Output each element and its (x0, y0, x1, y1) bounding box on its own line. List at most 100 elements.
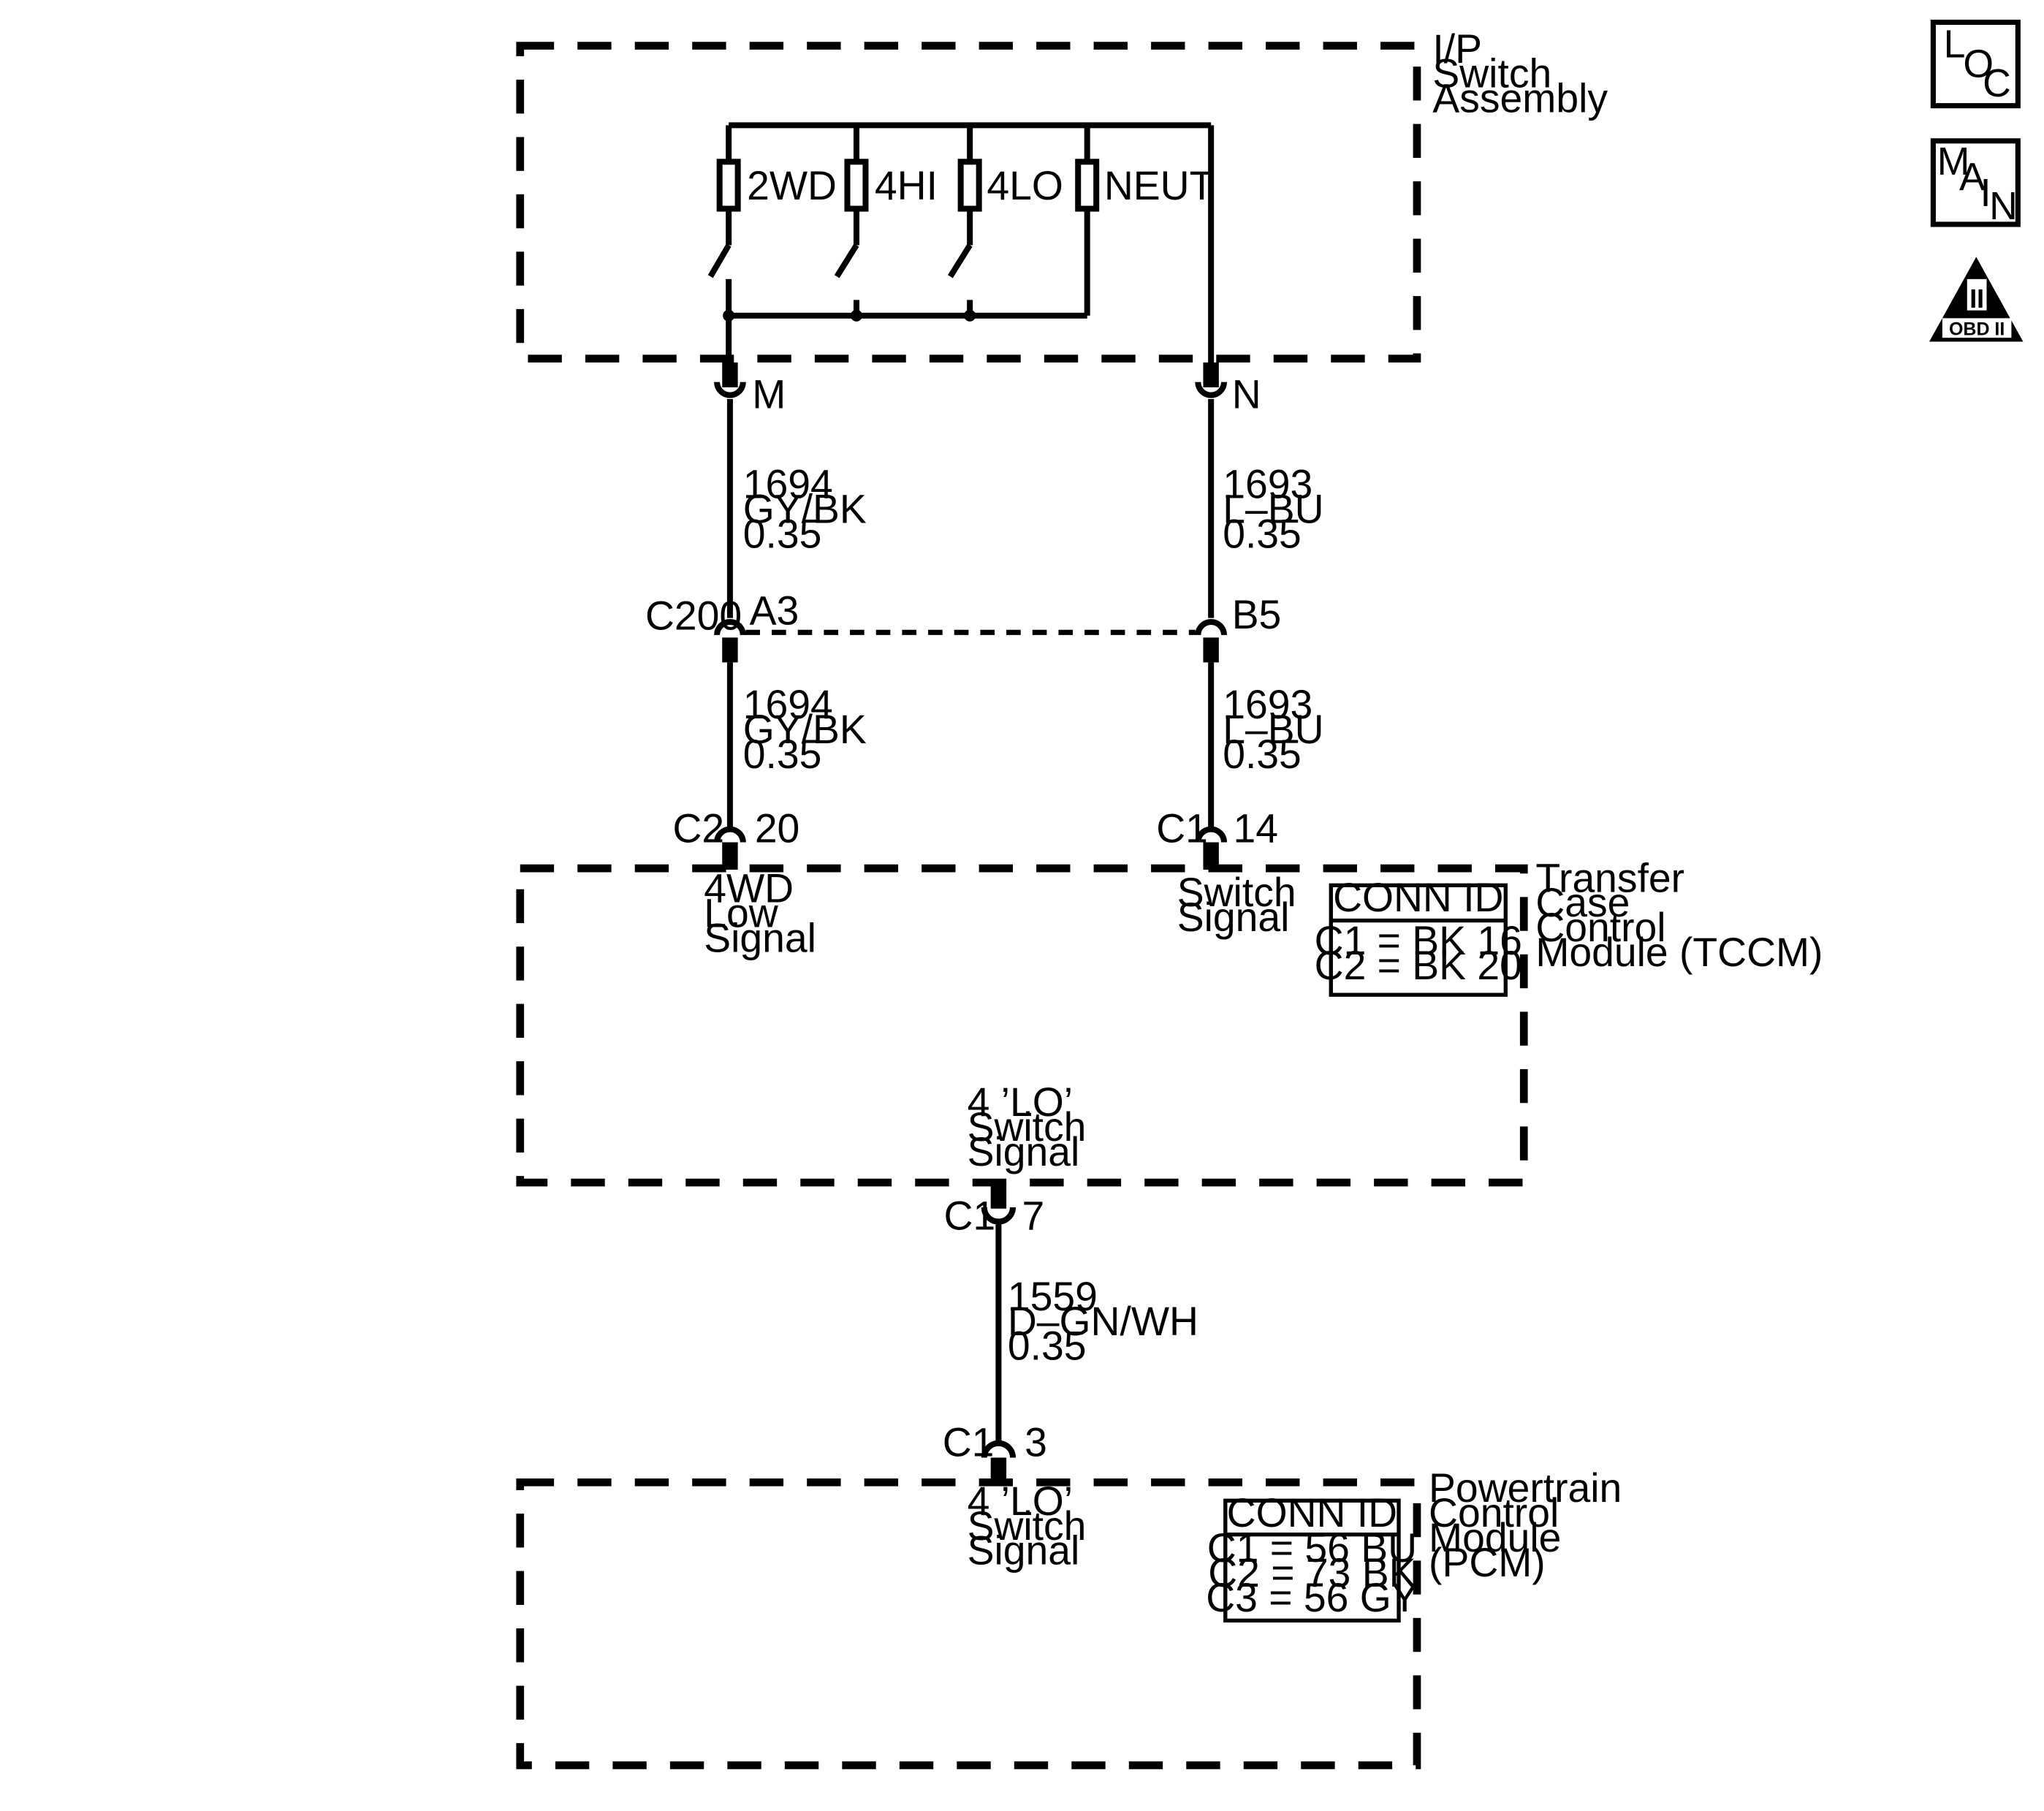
signal-line: 4WD (704, 866, 794, 911)
wire-gauge: 0.35 (1223, 732, 1302, 777)
title-line: Assembly (1432, 76, 1608, 121)
ip-switch-assembly-box (516, 42, 1421, 363)
signal-line: Signal (1177, 895, 1290, 940)
loc-icon-letter-o: O (1963, 42, 1994, 86)
tccm-box (516, 864, 1528, 1187)
wire-color: GY/BK (743, 707, 867, 752)
switch-label: 4HI (875, 163, 938, 208)
conn-id-title: CONN ID (1227, 1490, 1397, 1535)
wire-circuit: 1694 (743, 682, 833, 727)
connector-pin-label: M (752, 371, 786, 417)
conn-id-title: CONN ID (1333, 875, 1503, 920)
connector-tccm-c2-20[interactable]: C2 20 (672, 805, 800, 870)
switch-label: NEUT (1104, 163, 1215, 208)
tccm-title: Transfer Case Control Module (TCCM) (1535, 855, 1823, 975)
main-icon[interactable]: M A I N (1930, 138, 2021, 228)
main-icon-letter-n: N (1989, 185, 2018, 228)
title-line: I/P (1432, 26, 1482, 72)
title-line: Powertrain (1429, 1465, 1622, 1511)
wire-gauge: 0.35 (743, 732, 822, 777)
wire-label-1694-lower: 1694 GY/BK 0.35 (743, 682, 867, 777)
title-line: Module (1429, 1515, 1561, 1560)
wire-color: GY/BK (743, 486, 867, 531)
title-line: Module (TCCM) (1535, 930, 1823, 975)
switch-4hi[interactable]: 4HI (834, 125, 938, 322)
loc-icon-letter-c: C (1983, 62, 2011, 105)
wire-circuit: 1693 (1223, 682, 1312, 727)
switch-label: 2WD (747, 163, 837, 208)
connector-ip-m[interactable]: M (714, 362, 786, 417)
wire-gauge: 0.35 (743, 511, 822, 556)
signal-4wd-low: 4WD Low Signal (704, 866, 816, 961)
signal-switch: Switch Signal (1177, 870, 1296, 940)
obd-icon-label: OBD II (1949, 319, 2005, 340)
switch-2wd[interactable]: 2WD (707, 125, 837, 322)
wire-label-1693-upper: 1693 L–BU 0.35 (1223, 462, 1323, 557)
signal-line: Low (704, 890, 778, 935)
conn-id-row: C1 = 56 BU (1207, 1525, 1417, 1571)
pcm-conn-id-table: CONN ID C1 = 56 BU C2 = 73 BK C3 = 56 GY (1206, 1490, 1418, 1623)
main-icon-letter-m: M (1937, 140, 1970, 183)
connector-name: C2 (672, 805, 724, 851)
conn-id-row: C3 = 56 GY (1206, 1575, 1418, 1620)
signal-line: 4 ’LO’ (968, 1079, 1073, 1125)
connector-name: C1 (943, 1193, 995, 1238)
wire-label-1559: 1559 D–GN/WH 0.35 (1008, 1274, 1198, 1369)
wire-color: L–BU (1223, 486, 1323, 531)
connector-c200[interactable]: C200 A3 B5 (645, 588, 1281, 663)
connector-pin-label: 3 (1025, 1420, 1047, 1465)
wire-circuit: 1693 (1223, 462, 1312, 507)
obd-icon-numeral: II (1969, 284, 1984, 314)
title-line: Control (1535, 905, 1665, 950)
connector-pin-label: B5 (1232, 592, 1282, 637)
ip-switch-assembly-title: I/P Switch Assembly (1432, 26, 1608, 121)
connector-name: C200 (645, 593, 742, 639)
pcm-box (516, 1478, 1421, 1769)
title-line: Transfer (1535, 855, 1684, 900)
switch-neut[interactable]: NEUT (1075, 159, 1215, 212)
connector-pin-label: 7 (1022, 1193, 1045, 1238)
connector-pin-label: N (1232, 371, 1261, 417)
signal-line: Signal (968, 1528, 1080, 1573)
main-icon-letter-a: A (1959, 156, 1986, 200)
title-line: Control (1429, 1490, 1559, 1535)
switch-4lo[interactable]: 4LO (947, 125, 1063, 322)
signal-line: 4 ’LO’ (968, 1478, 1073, 1524)
wire-color: L–BU (1223, 707, 1323, 752)
connector-tccm-c1-14[interactable]: C1 14 (1156, 805, 1278, 870)
title-line: Switch (1432, 51, 1551, 96)
connector-tccm-c1-7[interactable]: C1 7 (943, 1182, 1044, 1238)
connector-ip-n[interactable]: N (1195, 362, 1261, 417)
wire-color: D–GN/WH (1008, 1299, 1198, 1344)
conn-id-row: C2 = BK 20 (1315, 943, 1522, 988)
connector-pin-label: 14 (1233, 805, 1278, 851)
pcm-title: Powertrain Control Module (PCM) (1429, 1465, 1622, 1585)
wire-circuit: 1559 (1008, 1274, 1098, 1319)
connector-pin-label: A3 (750, 588, 799, 634)
signal-pcm-4lo-switch: 4 ’LO’ Switch Signal (968, 1478, 1087, 1573)
signal-line: Switch (968, 1104, 1087, 1150)
signal-tccm-4lo-switch: 4 ’LO’ Switch Signal (968, 1079, 1087, 1174)
wire-gauge: 0.35 (1223, 511, 1302, 556)
wire-circuit: 1694 (743, 462, 833, 507)
main-icon-letter-i: I (1980, 172, 1991, 215)
signal-line: Switch (1177, 870, 1296, 915)
obd-ii-icon[interactable]: II OBD II (1929, 257, 2024, 342)
conn-id-row: C1 = BK 16 (1315, 918, 1522, 963)
wire-label-1694-upper: 1694 GY/BK 0.35 (743, 462, 867, 557)
connector-name: C1 (1156, 805, 1208, 851)
connector-pcm-c1-3[interactable]: C1 3 (943, 1420, 1047, 1484)
signal-line: Signal (968, 1129, 1080, 1174)
signal-line: Switch (968, 1503, 1087, 1549)
wire-label-1693-lower: 1693 L–BU 0.35 (1223, 682, 1323, 777)
connector-name: C1 (943, 1420, 995, 1465)
tccm-conn-id-table: CONN ID C1 = BK 16 C2 = BK 20 (1315, 875, 1522, 997)
loc-icon-letter-l: L (1944, 23, 1966, 67)
signal-line: Signal (704, 915, 816, 960)
title-line: (PCM) (1429, 1540, 1546, 1585)
title-line: Case (1535, 880, 1630, 925)
switch-label: 4LO (987, 163, 1063, 208)
loc-icon[interactable]: L O C (1930, 19, 2021, 109)
connector-pin-label: 20 (755, 805, 800, 851)
